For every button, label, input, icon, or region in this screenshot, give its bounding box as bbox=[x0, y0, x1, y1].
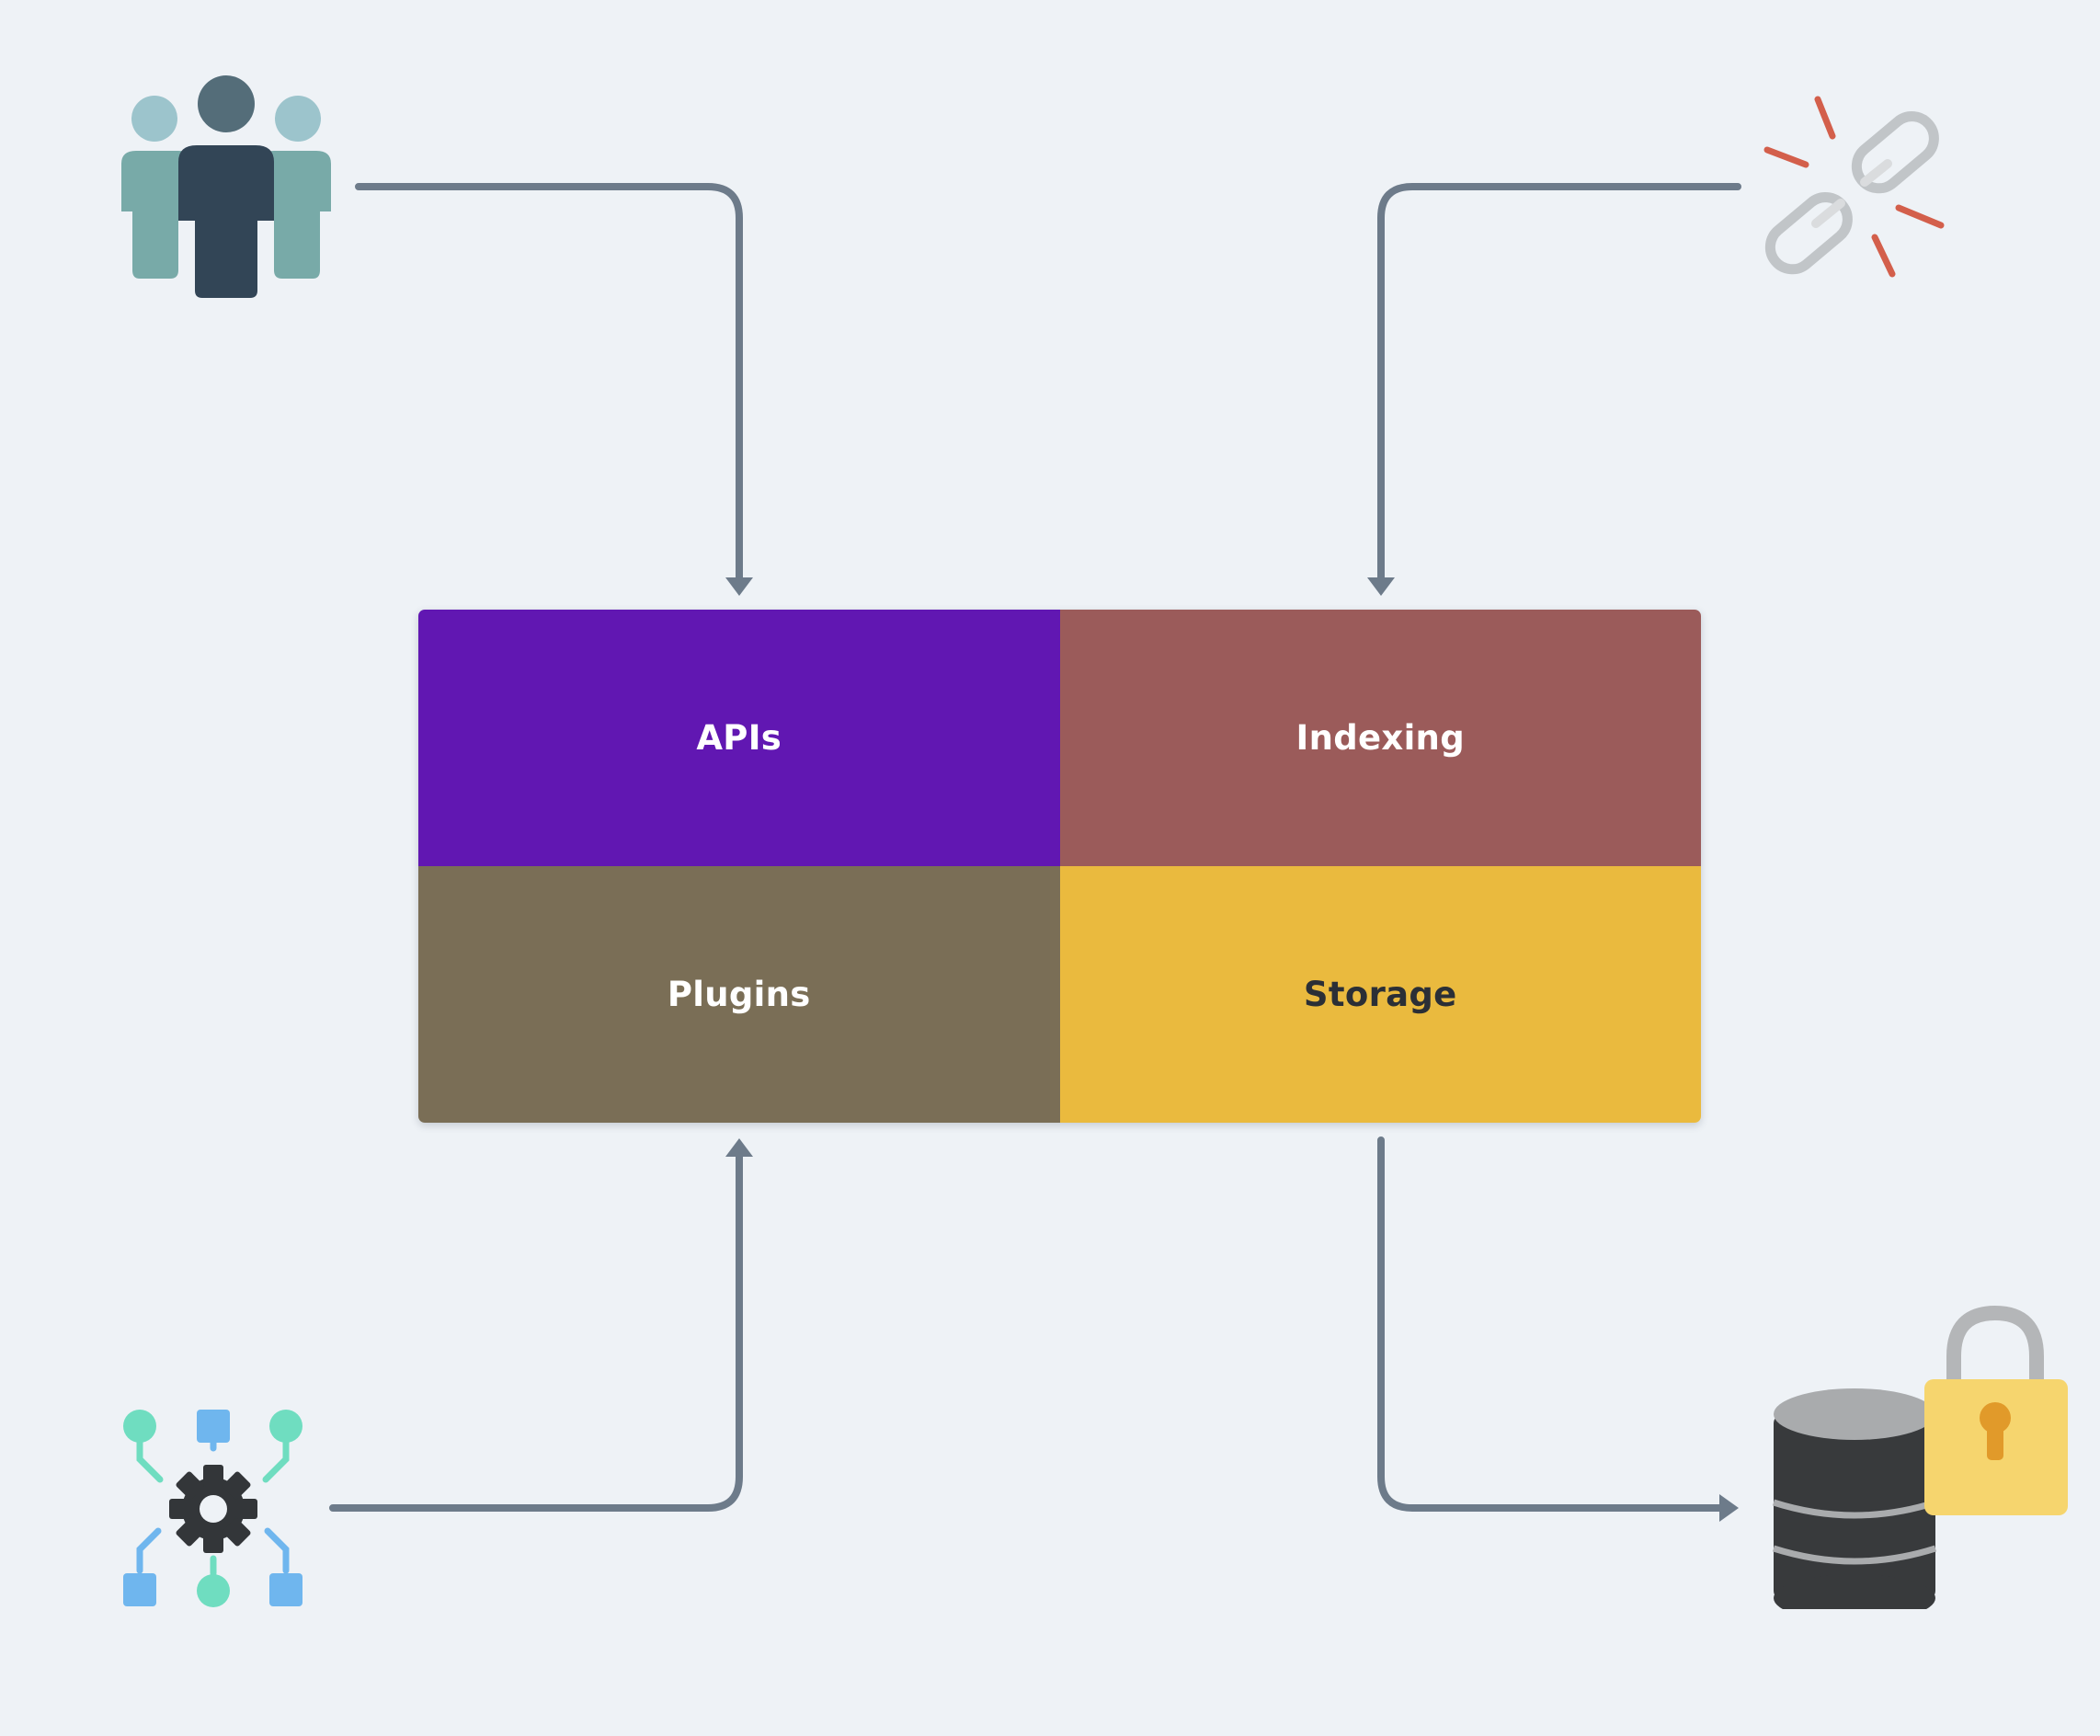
users-to-apis-connector bbox=[355, 183, 743, 583]
secure-database-icon bbox=[1770, 1306, 2070, 1609]
plugins-block[interactable]: Plugins bbox=[418, 866, 1060, 1123]
settings-to-plugins-connector bbox=[329, 1150, 743, 1512]
component-grid: APIs Indexing Plugins Storage bbox=[418, 610, 1701, 1123]
plugins-arrowhead bbox=[725, 1138, 753, 1157]
indexing-block[interactable]: Indexing bbox=[1059, 610, 1701, 866]
database-arrowhead bbox=[1719, 1494, 1739, 1522]
storage-to-database-connector bbox=[1377, 1136, 1725, 1512]
apis-arrowhead bbox=[725, 577, 753, 596]
storage-block[interactable]: Storage bbox=[1059, 866, 1701, 1123]
settings-network-icon bbox=[120, 1402, 308, 1609]
indexing-arrowhead bbox=[1367, 577, 1395, 596]
users-group-icon bbox=[112, 74, 340, 302]
apis-block[interactable]: APIs bbox=[418, 610, 1060, 866]
broken-link-to-indexing-connector bbox=[1377, 183, 1741, 583]
broken-link-icon bbox=[1756, 92, 1958, 285]
